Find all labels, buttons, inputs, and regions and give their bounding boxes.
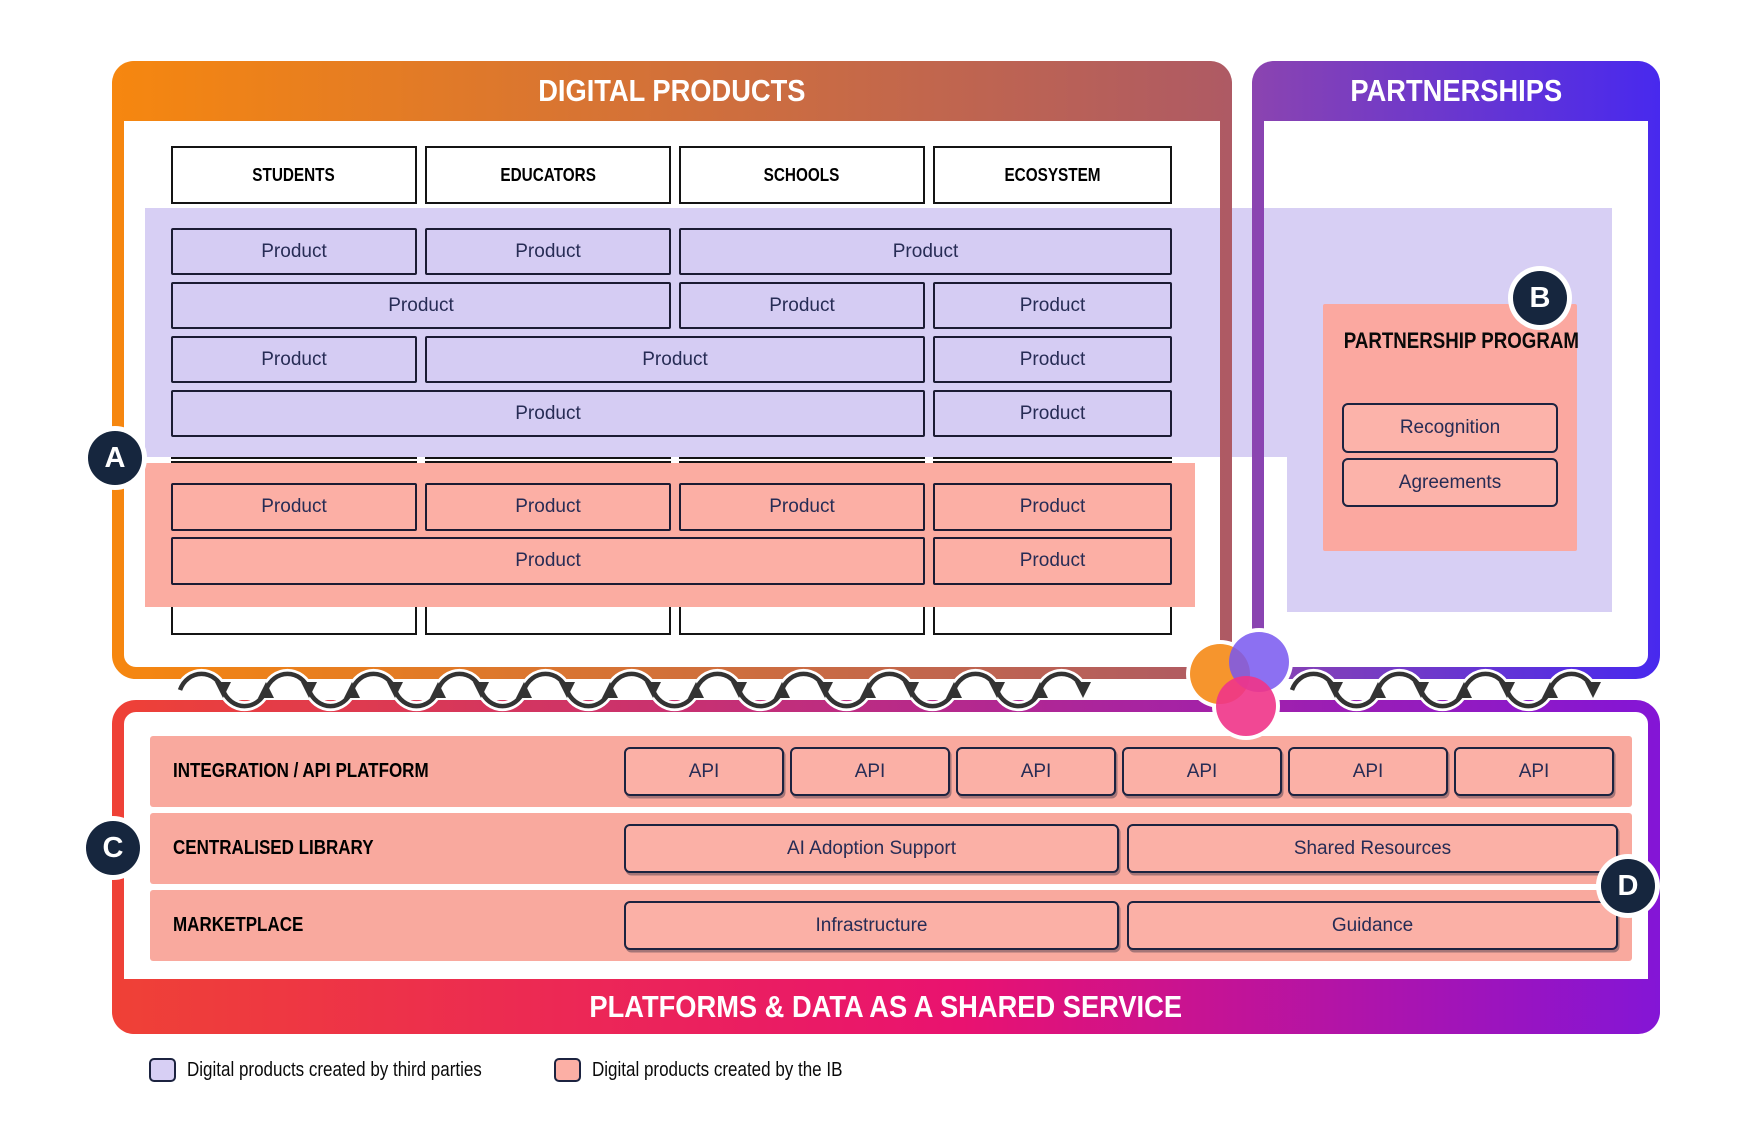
venn-orange-circle <box>1190 644 1250 704</box>
partnership-program-panel: PARTNERSHIP PROGRAM Recognition Agreemen… <box>1323 304 1579 551</box>
product-label: Product <box>769 294 835 316</box>
platform-row-label-0: INTEGRATION / API PLATFORM <box>173 760 429 782</box>
legend-ib-label: Digital products created by the IB <box>592 1058 843 1081</box>
product-box-pink-r0-c00: Product <box>171 483 417 531</box>
partnership-program-item-agreements: Agreements <box>1342 458 1558 507</box>
partnership-program-title: PARTNERSHIP PROGRAM <box>1343 328 1579 353</box>
column-label-2: SCHOOLS <box>764 164 840 185</box>
platform-box-0-5: API <box>1454 747 1614 796</box>
product-box-lav-r0-c11: Product <box>425 228 671 275</box>
platform-box-0-1: API <box>790 747 950 796</box>
product-label: Product <box>642 348 708 370</box>
digital-products-title: DIGITAL PRODUCTS <box>538 73 806 108</box>
product-label: Product <box>388 294 454 316</box>
legend-third-party: Digital products created by third partie… <box>149 1058 534 1082</box>
product-label: Product <box>261 240 327 262</box>
product-box-pink-r0-c22: Product <box>679 483 925 531</box>
product-box-lav-r0-c23: Product <box>679 228 1172 275</box>
ib-swatch <box>554 1058 581 1082</box>
partnerships-title-band: PARTNERSHIPS <box>1252 61 1660 121</box>
platform-row-0: INTEGRATION / API PLATFORM API API API API AP… <box>150 736 1632 807</box>
platform-box-label-0-1: API <box>854 760 886 782</box>
platform-box-label-0-0: API <box>688 760 720 782</box>
platform-box-label-0-5: API <box>1518 760 1550 782</box>
product-box-lav-r3-c33: Product <box>933 390 1172 437</box>
product-box-lav-r0-c00: Product <box>171 228 417 275</box>
column-header-3: ECOSYSTEM <box>933 146 1172 204</box>
third-party-swatch <box>149 1058 176 1082</box>
integration-venn-circles <box>1186 628 1293 740</box>
partnerships-title: PARTNERSHIPS <box>1350 73 1562 108</box>
badge-a: A <box>88 431 142 485</box>
product-label: Product <box>1019 348 1086 370</box>
product-label: Product <box>1019 402 1086 424</box>
product-label: Product <box>261 348 327 370</box>
product-box-pink-r1-c02: Product <box>171 537 925 585</box>
platform-row-2: MARKETPLACE Infrastructure Guidance <box>150 890 1632 961</box>
platform-box-label-0-3: API <box>1186 760 1218 782</box>
venn-violet-circle <box>1229 632 1289 692</box>
product-label: Product <box>515 240 581 262</box>
product-label: Product <box>515 402 581 424</box>
badge-c: C <box>86 821 140 875</box>
platform-box-2-1: Guidance <box>1127 901 1618 950</box>
product-box-lav-r1-c22: Product <box>679 282 925 329</box>
platform-box-label-2-0: Infrastructure <box>815 914 928 936</box>
platform-box-1-0: AI Adoption Support <box>624 824 1119 873</box>
platform-row-label-2: MARKETPLACE <box>173 914 304 936</box>
product-box-pink-r0-c11: Product <box>425 483 671 531</box>
product-label: Product <box>1019 496 1086 517</box>
platform-row-label-1: CENTRALISED LIBRARY <box>173 837 374 859</box>
product-label: Product <box>1019 550 1086 571</box>
column-label-0: STUDENTS <box>252 164 336 185</box>
legend-third-party-label: Digital products created by third partie… <box>187 1058 482 1081</box>
partnership-program-item-recognition: Recognition <box>1342 403 1558 453</box>
platform-box-0-4: API <box>1288 747 1448 796</box>
column-header-0: STUDENTS <box>171 146 417 204</box>
product-label: Product <box>892 240 959 262</box>
platforms-title-band: PLATFORMS & DATA AS A SHARED SERVICE <box>112 979 1660 1034</box>
platforms-title: PLATFORMS & DATA AS A SHARED SERVICE <box>589 988 1183 1024</box>
product-label: Product <box>515 496 581 517</box>
platform-box-label-1-1: Shared Resources <box>1293 837 1452 859</box>
data-flow-chain-arrows <box>175 668 1601 712</box>
platform-box-label-2-1: Guidance <box>1331 914 1414 936</box>
badge-d: D <box>1601 859 1655 913</box>
platform-box-0-0: API <box>624 747 784 796</box>
legend-ib: Digital products created by the IB <box>554 1058 887 1082</box>
product-box-pink-r1-c33: Product <box>933 537 1172 585</box>
platform-box-label-0-4: API <box>1352 760 1384 782</box>
product-label: Product <box>515 550 581 571</box>
column-label-1: EDUCATORS <box>500 164 596 185</box>
platform-box-label-1-0: AI Adoption Support <box>786 837 956 859</box>
product-box-lav-r1-c33: Product <box>933 282 1172 329</box>
platform-box-1-1: Shared Resources <box>1127 824 1618 873</box>
platform-box-0-3: API <box>1122 747 1282 796</box>
recognition-label: Recognition <box>1399 417 1501 438</box>
column-label-3: ECOSYSTEM <box>1004 164 1101 185</box>
platform-box-label-0-2: API <box>1020 760 1052 782</box>
product-box-lav-r2-c33: Product <box>933 336 1172 383</box>
digital-products-title-band: DIGITAL PRODUCTS <box>112 61 1232 121</box>
platform-box-2-0: Infrastructure <box>624 901 1119 950</box>
platform-box-0-2: API <box>956 747 1116 796</box>
column-header-2: SCHOOLS <box>679 146 925 204</box>
agreements-label: Agreements <box>1398 471 1502 493</box>
product-label: Product <box>1019 294 1086 316</box>
product-box-lav-r3-c02: Product <box>171 390 925 437</box>
product-box-lav-r2-c12: Product <box>425 336 925 383</box>
badge-b: B <box>1513 271 1567 325</box>
product-box-lav-r1-c01: Product <box>171 282 671 329</box>
column-header-1: EDUCATORS <box>425 146 671 204</box>
product-box-lav-r2-c00: Product <box>171 336 417 383</box>
product-label: Product <box>769 496 835 517</box>
platform-row-1: CENTRALISED LIBRARY AI Adoption Support Sh… <box>150 813 1632 884</box>
product-box-pink-r0-c33: Product <box>933 483 1172 531</box>
venn-magenta-circle <box>1216 676 1276 736</box>
product-label: Product <box>261 496 327 517</box>
